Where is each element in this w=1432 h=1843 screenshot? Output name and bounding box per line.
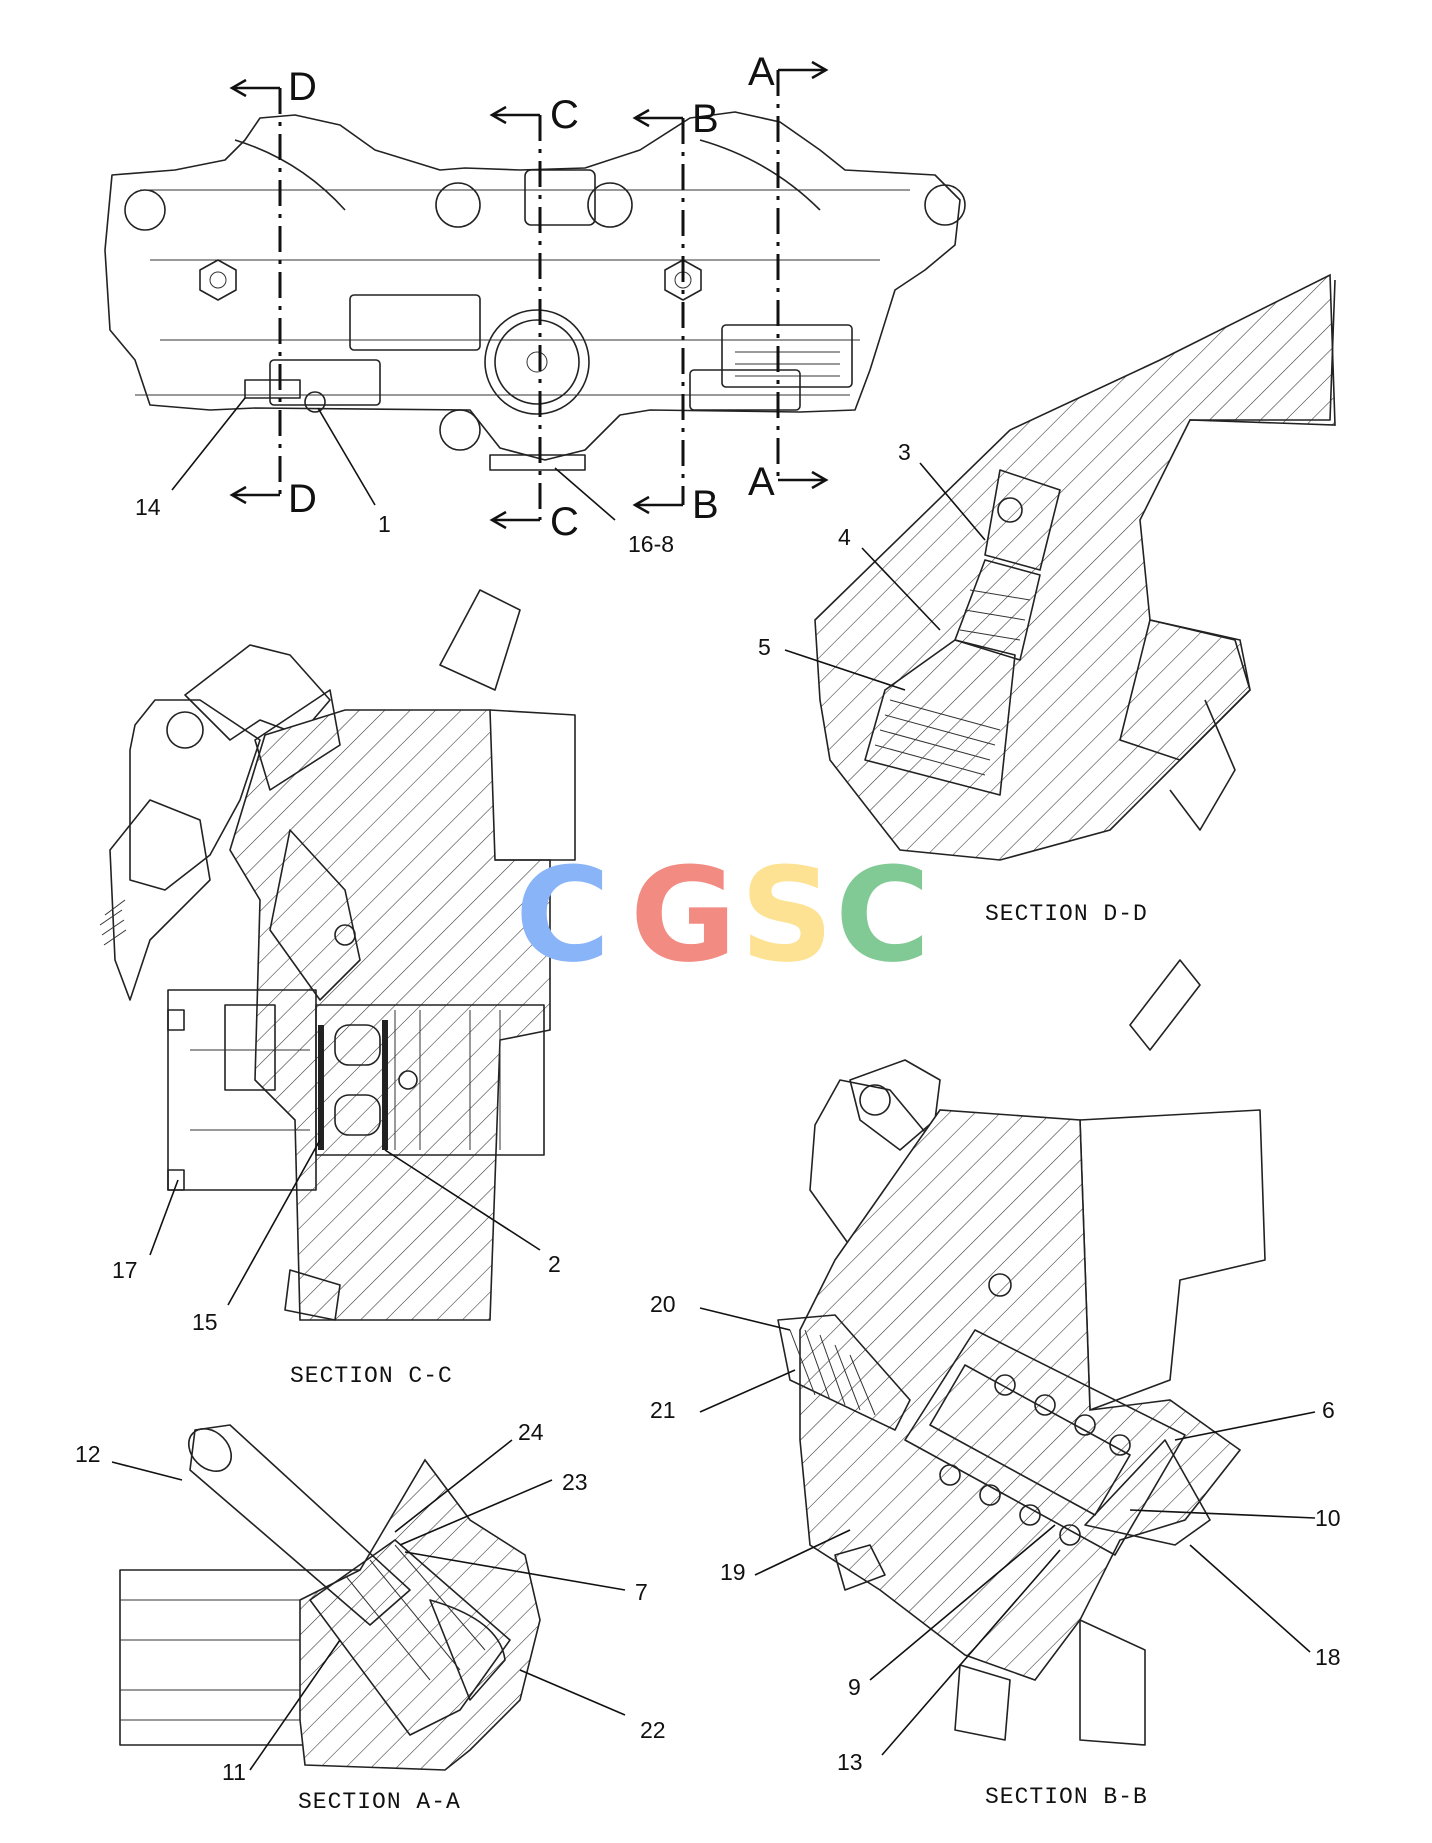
spool-assembly-a-a <box>309 1539 511 1736</box>
section-d-d-title: SECTION D-D <box>985 901 1148 927</box>
callout-7: 7 <box>635 1579 648 1605</box>
plug-5 <box>864 639 1016 796</box>
cut-letter-b-top: B <box>692 97 719 141</box>
cut-line-c: C C <box>489 93 579 544</box>
identification-plate <box>721 324 853 388</box>
callout-15: 15 <box>192 1309 218 1335</box>
callout-1: 1 <box>378 511 391 537</box>
cut-line-b: B B <box>632 97 719 527</box>
callout-24: 24 <box>518 1419 544 1445</box>
callout-3: 3 <box>898 439 911 465</box>
section-b-b-title: SECTION B-B <box>985 1784 1148 1810</box>
callout-4: 4 <box>838 524 851 550</box>
cut-letter-b-bottom: B <box>692 483 719 527</box>
callout-21: 21 <box>650 1397 676 1423</box>
callout-19: 19 <box>720 1559 746 1585</box>
o-ring-15 <box>318 1025 324 1150</box>
poppet-plug-3 <box>984 469 1061 571</box>
top-view-housing <box>104 111 961 461</box>
cut-letter-a-bottom: A <box>748 460 775 504</box>
top-center-block <box>524 169 596 226</box>
callout-5: 5 <box>758 634 771 660</box>
section-a-a-title: SECTION A-A <box>298 1789 461 1815</box>
solenoid-connector <box>484 309 590 415</box>
hex-bolt-left <box>199 259 237 301</box>
callout-17: 17 <box>112 1257 138 1283</box>
section-c-c-view <box>99 589 576 1321</box>
callout-12: 12 <box>75 1441 101 1467</box>
top-view <box>104 111 966 471</box>
callout-23: 23 <box>562 1469 588 1495</box>
plunger-12 <box>187 1424 411 1626</box>
cut-letter-a-top: A <box>748 50 775 94</box>
end-plug-18 <box>1084 1439 1211 1546</box>
spring-assembly-b-b <box>904 1329 1186 1556</box>
cut-letter-d-bottom: D <box>288 477 317 521</box>
section-a-a-view <box>119 1424 541 1771</box>
callout-9: 9 <box>848 1674 861 1700</box>
callout-13: 13 <box>837 1749 863 1775</box>
watermark-letter-c2: C <box>835 839 930 991</box>
callout-20: 20 <box>650 1291 676 1317</box>
watermark-letter-g: G <box>630 839 737 991</box>
callout-6: 6 <box>1322 1397 1335 1423</box>
callout-2: 2 <box>548 1251 561 1277</box>
cut-line-d: D D <box>229 65 317 521</box>
cut-line-a: A A <box>748 50 829 504</box>
section-c-c-title: SECTION C-C <box>290 1363 453 1389</box>
cut-letter-c-top: C <box>550 93 579 137</box>
callout-14: 14 <box>135 494 161 520</box>
plug-20-21 <box>777 1314 911 1431</box>
plug-1 <box>304 391 326 413</box>
cgsc-watermark-logo: C G S C <box>515 839 930 991</box>
watermark-letter-c1: C <box>515 839 610 991</box>
section-d-d-view <box>814 273 1336 861</box>
callout-16-8: 16-8 <box>628 531 674 557</box>
callout-18: 18 <box>1315 1644 1341 1670</box>
watermark-letter-s: S <box>740 839 834 991</box>
section-b-b-view <box>777 959 1266 1746</box>
cut-letter-d-top: D <box>288 65 317 109</box>
callout-11: 11 <box>222 1759 246 1785</box>
callout-22: 22 <box>640 1717 666 1743</box>
spring-4 <box>954 559 1041 661</box>
callout-10: 10 <box>1315 1505 1341 1531</box>
cartridge-valve <box>315 1004 545 1156</box>
cut-letter-c-bottom: C <box>550 500 579 544</box>
o-ring-2 <box>382 1020 388 1150</box>
